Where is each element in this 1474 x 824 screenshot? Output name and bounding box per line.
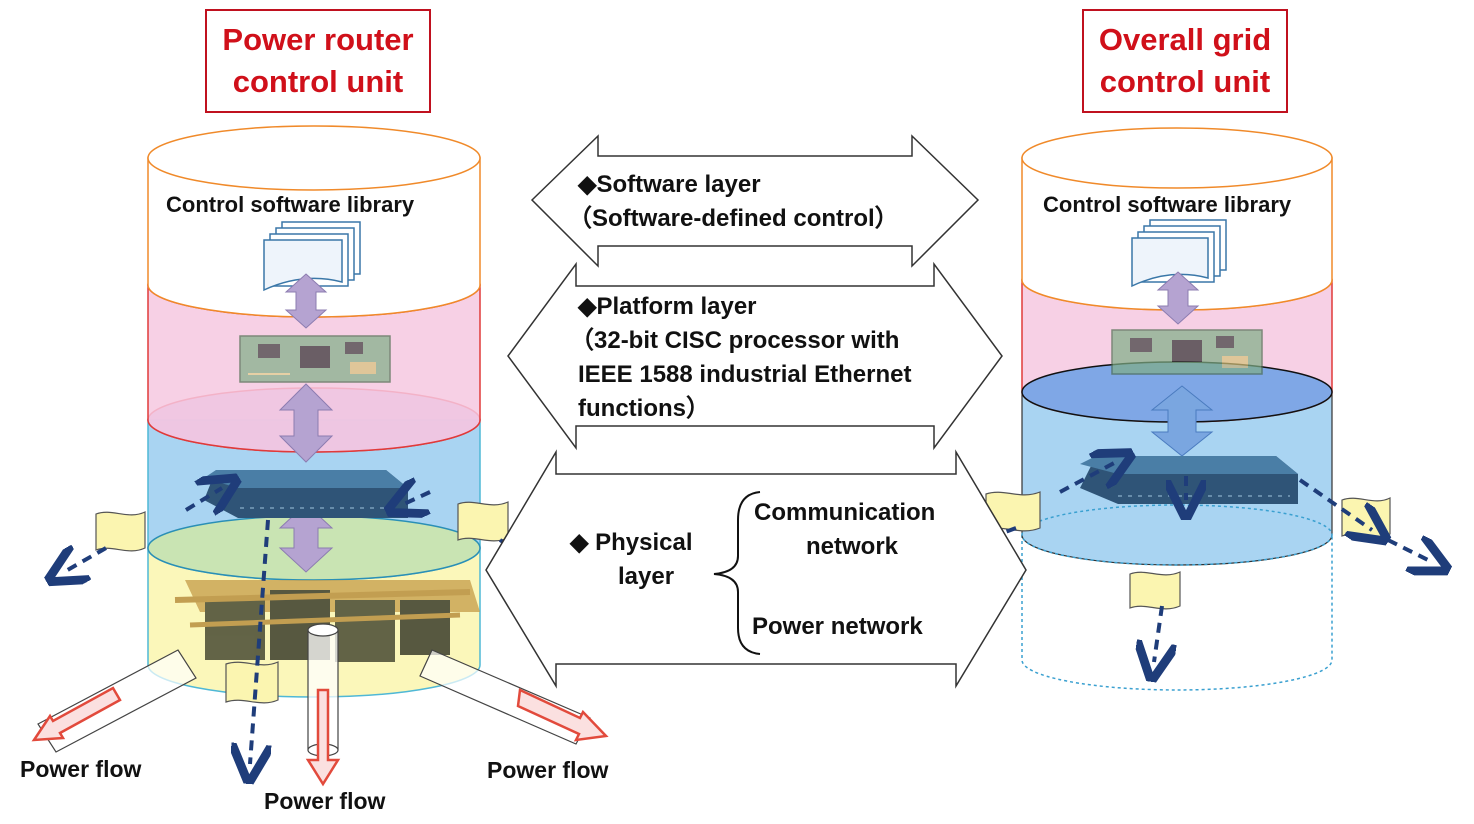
layer-brace <box>713 491 761 655</box>
physical-layer-arrow <box>485 449 1027 689</box>
network-router-icon <box>204 470 408 518</box>
software-layer-arrow <box>530 134 980 268</box>
left-pipe <box>31 649 197 753</box>
title-line: Overall grid <box>1098 22 1272 57</box>
communication-network-label: Communication <box>754 499 936 526</box>
title-line: control unit <box>232 64 404 99</box>
power-router-control-unit-title: Power router control unit <box>205 9 431 113</box>
right-pipe <box>419 649 609 745</box>
left-library-label: Control software library <box>166 192 415 217</box>
title-line: control unit <box>1099 64 1271 99</box>
power-flow-label-left: Power flow <box>20 756 142 782</box>
platform-layer-title: ◆Platform layer <box>578 293 757 320</box>
platform-layer-line3: IEEE 1588 industrial Ethernet <box>578 361 912 388</box>
left-vertical-arrows <box>278 273 334 573</box>
platform-layer-line4: functions） <box>578 395 710 422</box>
software-layer-subtitle: （Software-defined control） <box>568 205 899 232</box>
circuit-board-icon <box>239 335 391 383</box>
software-layer-title: ◆Software layer <box>578 171 761 198</box>
center-pipe <box>305 623 341 787</box>
right-library-label: Control software library <box>1043 192 1292 217</box>
platform-layer-line2: （32-bit CISC processor with <box>570 327 900 354</box>
document-stack-icon <box>1131 219 1227 288</box>
right-vertical-arrows <box>1156 271 1200 325</box>
physical-layer-line2: layer <box>618 563 675 590</box>
power-network-label: Power network <box>752 613 923 640</box>
title-line: Power router <box>222 22 414 57</box>
platform-layer-arrow <box>507 261 1003 451</box>
communication-network-label-line2: network <box>806 533 899 560</box>
physical-layer-title: ◆ Physical <box>570 529 693 556</box>
power-flow-label-right: Power flow <box>487 757 609 783</box>
power-flow-label-center: Power flow <box>264 788 386 814</box>
circuit-board-icon <box>1111 329 1263 375</box>
overall-grid-control-unit-title: Overall grid control unit <box>1082 9 1288 113</box>
